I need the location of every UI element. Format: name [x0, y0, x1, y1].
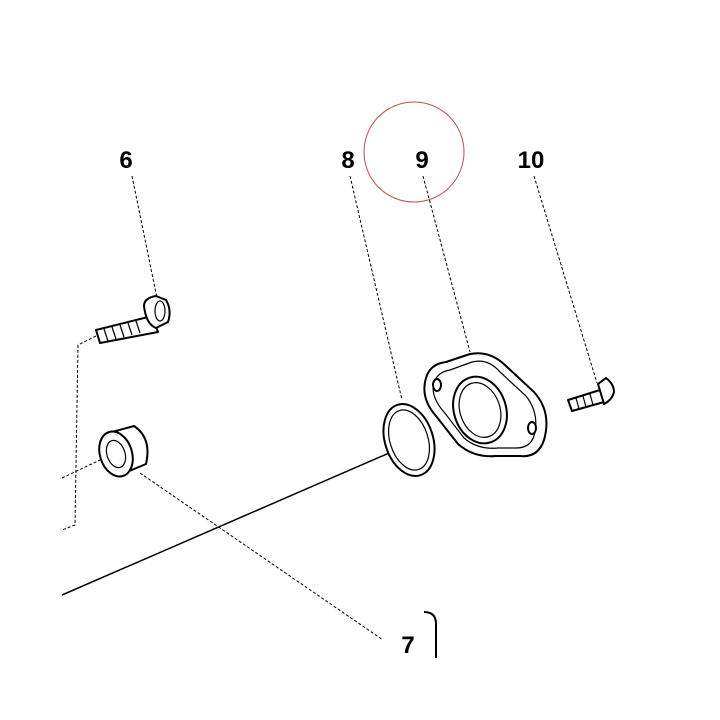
leader-7 [139, 472, 384, 641]
flange-bolt-hole-right [527, 421, 537, 435]
callout-7-bracket [423, 611, 437, 658]
leader-9 [422, 175, 471, 353]
part-8-o-ring [382, 403, 436, 477]
leader-center-bushing [61, 459, 101, 479]
part-6-cap-screw [95, 295, 171, 344]
part-10-countersunk-screw [567, 377, 615, 412]
leader-bracket-left [61, 335, 97, 531]
leader-10 [533, 175, 598, 384]
leader-6 [131, 175, 158, 299]
leader-lines [61, 175, 598, 641]
part-7-bushing [98, 425, 149, 478]
callout-9: 9 [415, 147, 428, 174]
callout-10: 10 [518, 147, 545, 174]
flange-bolt-hole-left [432, 378, 442, 392]
leader-8 [349, 175, 403, 401]
callout-8: 8 [341, 147, 354, 174]
callout-6: 6 [119, 147, 132, 174]
callout-7: 7 [401, 632, 414, 659]
highlight-circle [363, 101, 465, 203]
part-9-flange [423, 352, 548, 458]
axis-line [61, 449, 397, 596]
